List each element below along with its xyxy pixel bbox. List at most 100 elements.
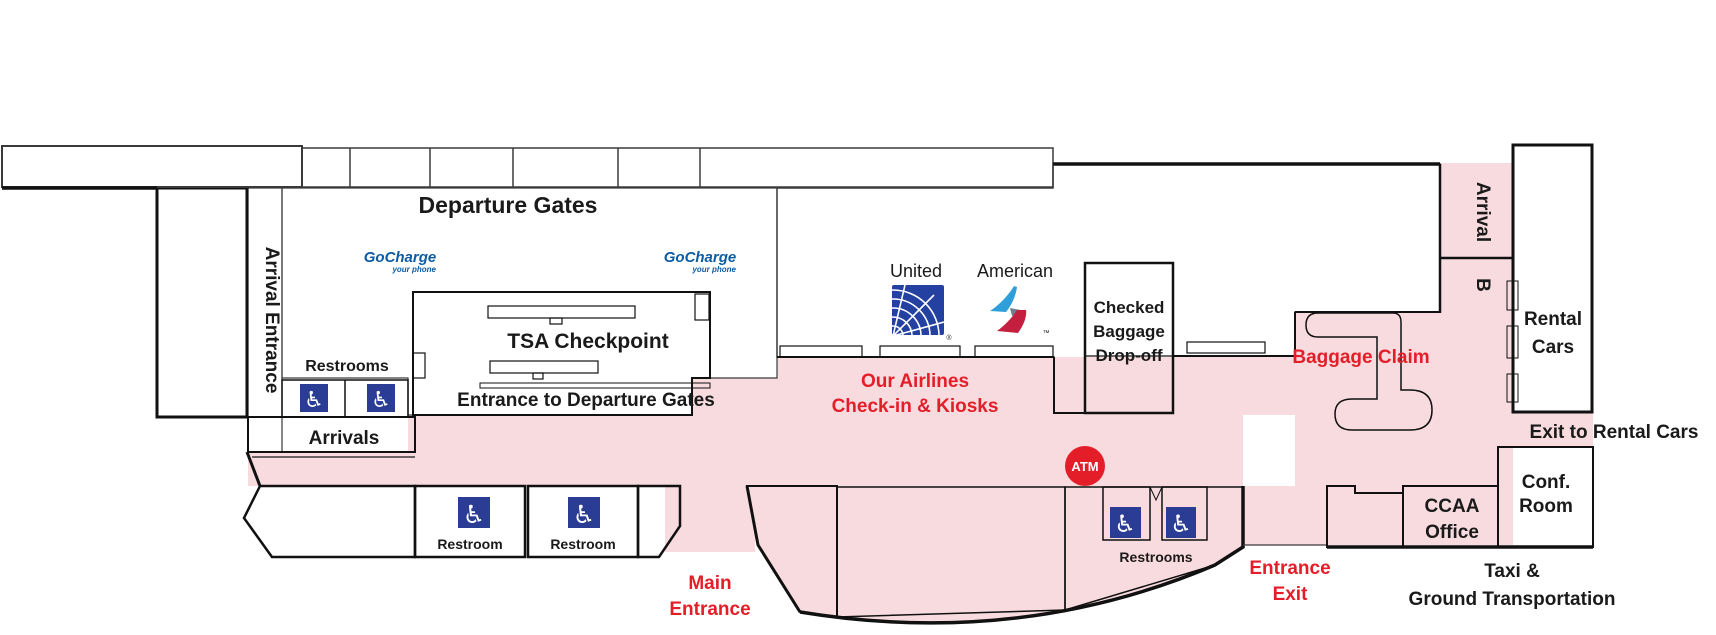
rental-exit-passage <box>1513 412 1593 447</box>
concourse-strip-dividers <box>349 148 701 187</box>
gocharge-station: GoCharge your phone <box>664 249 737 274</box>
american-label: American <box>977 261 1053 281</box>
entrance-exit-label: Entrance Exit <box>1249 558 1330 605</box>
security-lane <box>487 305 636 319</box>
security-lane <box>489 360 599 374</box>
rental-cars-doors <box>1506 280 1519 403</box>
departure-gates-label: Departure Gates <box>419 192 598 218</box>
our-airlines-checkin-label: Our Airlines Check-in & Kiosks <box>832 371 999 417</box>
restroom-room <box>1161 486 1208 541</box>
west-service-block <box>155 186 249 419</box>
arrival-b-label: B <box>1472 278 1493 292</box>
taxi-ground-transportation-label: Taxi & Ground Transportation <box>1409 561 1616 610</box>
svg-text:♿: ♿ <box>1170 510 1192 538</box>
main-entrance-vestibule <box>665 486 755 552</box>
security-lane-notch <box>532 372 544 380</box>
restrooms-label-center: Restrooms <box>1119 549 1192 565</box>
lobby-area <box>692 378 777 415</box>
svg-text:Rental: Rental <box>1524 309 1582 330</box>
checked-baggage-dropoff-room <box>1083 261 1175 415</box>
security-lane-notch <box>549 317 563 325</box>
checkin-lobby-area <box>777 357 1295 415</box>
svg-text:Checked: Checked <box>1094 298 1165 317</box>
rental-cars-room <box>1511 143 1594 414</box>
ticket-counters <box>777 311 1440 414</box>
southwest-row <box>242 484 682 559</box>
ccaa-office-label: CCAA Office <box>1425 496 1480 543</box>
conf-room-label: Conf. Room <box>1519 472 1573 517</box>
southwest-block-end <box>636 484 682 559</box>
svg-text:Taxi &: Taxi & <box>1484 561 1540 582</box>
svg-text:Baggage: Baggage <box>1093 322 1165 341</box>
united-registered-mark: ® <box>946 334 952 342</box>
american-airlines-eagle-icon <box>990 286 1027 333</box>
tsa-checkpoint-zone <box>412 291 711 416</box>
curved-south-wall <box>799 486 1245 625</box>
restrooms-label-upper: Restrooms <box>305 358 389 375</box>
baggage-carousel <box>1305 312 1433 431</box>
svg-text:Ground Transportation: Ground Transportation <box>1409 589 1616 610</box>
restroom-room <box>413 484 527 559</box>
svg-text:Drop-off: Drop-off <box>1095 346 1162 365</box>
arrival-entrance-label: Arrival Entrance <box>261 247 282 394</box>
checkin-counter <box>974 345 1054 358</box>
svg-text:Office: Office <box>1425 522 1479 543</box>
united-logo <box>892 285 944 335</box>
arrival-b-label: Arrival <box>1472 182 1493 242</box>
checkin-counter <box>879 345 961 358</box>
svg-text:♿: ♿ <box>463 500 485 529</box>
svg-text:♿: ♿ <box>1114 510 1136 538</box>
wheelchair-icon: ♿ <box>458 497 490 529</box>
svg-text:Cars: Cars <box>1532 337 1574 358</box>
gocharge-station: GoCharge your phone <box>364 249 437 274</box>
restroom-label: Restroom <box>550 536 615 552</box>
american-trademark: ™ <box>1043 330 1050 337</box>
baggage-claim-label: Baggage Claim <box>1292 347 1429 368</box>
east-lobby-area <box>1243 486 1513 545</box>
svg-text:Conf.: Conf. <box>1522 472 1571 493</box>
united-label: United <box>890 261 942 281</box>
rental-cars-label: Rental Cars <box>1524 309 1582 358</box>
entrance-to-departure-gates-label: Entrance to Departure Gates <box>457 390 715 411</box>
lobby-pink-areas <box>248 163 1593 623</box>
tsa-enclosure <box>412 291 711 416</box>
arrival-b-corridor <box>1440 163 1513 314</box>
svg-text:CCAA: CCAA <box>1425 496 1480 517</box>
svg-text:Our Airlines: Our Airlines <box>861 371 969 392</box>
svg-text:Entrance: Entrance <box>669 599 750 620</box>
atm-marker: ATM <box>1065 446 1105 486</box>
gocharge-logo: GoCharge <box>364 249 437 266</box>
atm-circle <box>1065 446 1105 486</box>
wheelchair-icon: ♿ <box>300 384 328 413</box>
arrivals-restrooms <box>281 379 409 418</box>
svg-text:♿: ♿ <box>573 500 595 529</box>
svg-text:Exit: Exit <box>1273 584 1309 605</box>
united-globe-arcs <box>892 285 944 335</box>
wheelchair-icon: ♿ <box>1166 507 1196 538</box>
wheelchair-icons: ♿ ♿ ♿ ♿ ♿ ♿ <box>300 384 1196 538</box>
main-entrance-label: Main Entrance <box>669 573 750 620</box>
wheelchair-icon: ♿ <box>367 384 395 413</box>
gocharge-tagline: your phone <box>691 265 736 274</box>
baggage-claim-area <box>1295 312 1513 486</box>
tsa-podium <box>412 352 426 379</box>
restroom-room <box>1102 486 1151 541</box>
concourse-strip-west <box>1 145 303 188</box>
atm-label: ATM <box>1071 459 1098 474</box>
exit-to-rental-cars-label: Exit to Rental Cars <box>1530 422 1699 443</box>
southwest-wall <box>245 451 262 487</box>
arrival-b-walls <box>1438 164 1513 313</box>
lobby-area <box>408 415 1243 486</box>
restroom-notch <box>1149 486 1163 502</box>
southwest-block <box>242 484 417 559</box>
tsa-podium <box>694 293 710 321</box>
svg-text:Main: Main <box>688 573 731 594</box>
gocharge-logo: GoCharge <box>664 249 737 266</box>
south-wall <box>745 485 802 613</box>
svg-text:Check-in & Kiosks: Check-in & Kiosks <box>832 396 999 417</box>
gocharge-tagline: your phone <box>391 265 436 274</box>
svg-text:♿: ♿ <box>371 388 391 413</box>
baggage-counter <box>1186 341 1266 354</box>
svg-text:Entrance: Entrance <box>1249 558 1330 579</box>
